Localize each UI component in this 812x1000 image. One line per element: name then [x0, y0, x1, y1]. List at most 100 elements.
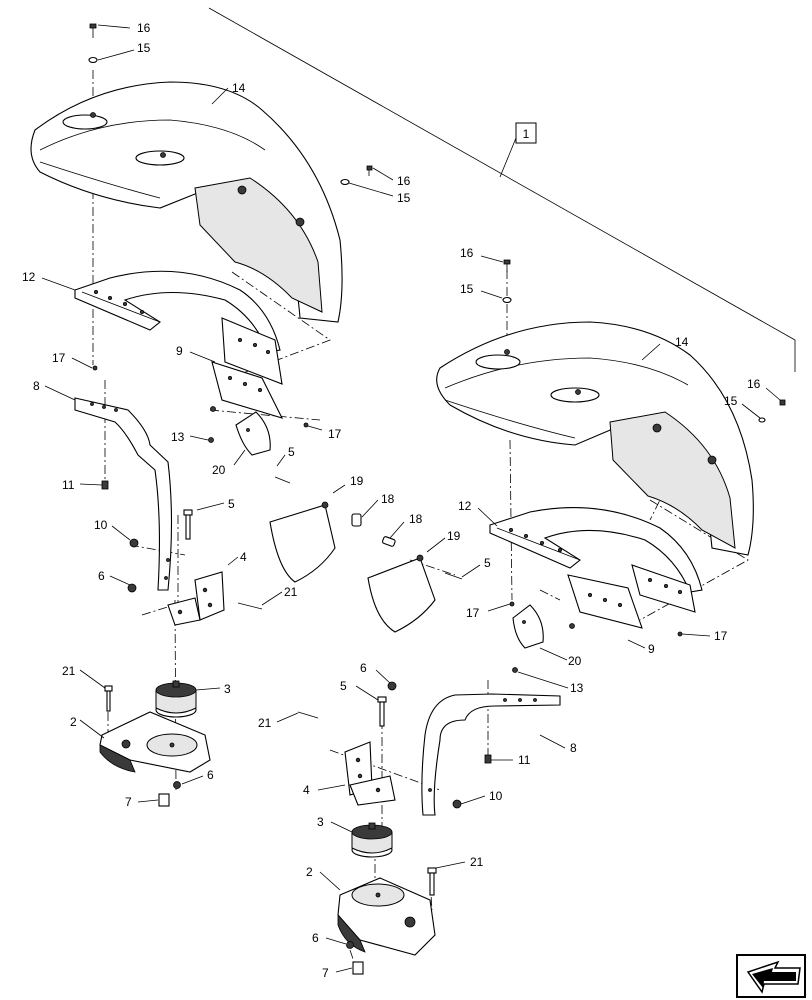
callout-label: 2 [70, 715, 77, 729]
callout-label: 18 [409, 512, 423, 526]
callout-label: 12 [458, 499, 472, 513]
rivet [677, 631, 683, 637]
callout-label: 15 [397, 191, 411, 205]
assembly-bracket: 1 [208, 7, 796, 372]
callout-label: 13 [570, 681, 584, 695]
clip [512, 604, 544, 649]
rivet [208, 437, 214, 443]
bolt [377, 696, 387, 727]
callout-label: 9 [176, 344, 183, 358]
mounting-plate [211, 317, 284, 419]
rivet [210, 406, 216, 412]
screw [89, 23, 97, 38]
callout-label: 10 [489, 789, 503, 803]
nut [129, 538, 139, 548]
bolt [274, 476, 291, 484]
bracket [344, 741, 396, 806]
callout-label: 17 [466, 606, 480, 620]
callout-label: 5 [228, 497, 235, 511]
screw [503, 259, 511, 272]
bolt [297, 711, 319, 719]
callout-label: 19 [447, 529, 461, 543]
bolt [484, 754, 492, 764]
callout-label: 21 [62, 664, 76, 678]
rivet [512, 667, 518, 673]
bolt [183, 509, 193, 540]
spacer [382, 536, 396, 547]
nut [387, 681, 397, 691]
callout-label: 16 [397, 174, 411, 188]
callout-label: 21 [258, 716, 272, 730]
washer [758, 417, 766, 423]
callout-label: 2 [306, 865, 313, 879]
callout-label: 5 [484, 556, 491, 570]
callout-label: 18 [381, 492, 395, 506]
base-plate [99, 711, 211, 773]
bolt [444, 572, 463, 580]
rivet [509, 601, 515, 607]
screw [366, 165, 373, 176]
brace [74, 397, 173, 591]
nut [158, 793, 170, 807]
brace [421, 693, 561, 816]
bolt [237, 602, 263, 610]
callout-label: 13 [171, 430, 185, 444]
arrow-back-icon[interactable] [736, 954, 806, 998]
callout-label: 17 [714, 629, 728, 643]
callout-label: 3 [317, 815, 324, 829]
callout-label: 8 [33, 379, 40, 393]
clip [235, 411, 271, 456]
callout-label: 14 [675, 335, 689, 349]
callout-label: 4 [303, 783, 310, 797]
nut [452, 799, 462, 809]
callout-label: 7 [322, 966, 329, 980]
callout-label: 16 [747, 377, 761, 391]
callout-label: 4 [240, 550, 247, 564]
mounting-plate [567, 564, 696, 629]
rubber-isolator [155, 680, 197, 718]
fender [436, 321, 754, 556]
callout-label: 16 [460, 246, 474, 260]
callout-label: 8 [570, 741, 577, 755]
spacer [351, 513, 362, 527]
callout-label: 9 [648, 642, 655, 656]
screw [779, 399, 786, 406]
bolt [104, 685, 113, 712]
callout-label: 6 [360, 661, 367, 675]
callout-label: 10 [94, 518, 108, 532]
callout-label: 17 [52, 351, 66, 365]
bracket [167, 571, 225, 626]
nut [352, 961, 364, 975]
callout-label: 15 [724, 394, 738, 408]
callout-label: 15 [460, 282, 474, 296]
callout-label: 11 [518, 753, 531, 767]
washer [88, 56, 98, 64]
rubber-isolator [351, 822, 393, 858]
callout-label: 6 [98, 569, 105, 583]
rivet [303, 422, 309, 428]
nut [127, 583, 137, 593]
callout-label: 21 [470, 855, 484, 869]
callout-label: 21 [284, 585, 298, 599]
bolt [101, 480, 109, 490]
callout-label: 6 [312, 931, 319, 945]
callout-label: 19 [350, 474, 364, 488]
nut [173, 781, 181, 789]
callout-label: 20 [568, 654, 582, 668]
right-fender-assembly: 16 15 14 16 15 12 18 19 5 17 17 9 20 6 1… [258, 246, 786, 980]
callout-label: 5 [340, 679, 347, 693]
callout-label: 20 [212, 463, 226, 477]
callout-label: 6 [207, 768, 214, 782]
rivet [569, 623, 575, 629]
callout-label: 11 [62, 478, 75, 492]
rivet [92, 365, 98, 371]
callout-assembly: 1 [523, 127, 530, 141]
callout-label: 7 [125, 795, 132, 809]
callout-label: 5 [288, 445, 295, 459]
fender [30, 81, 343, 323]
callout-label: 17 [328, 427, 342, 441]
mud-flap [269, 501, 336, 583]
callout-label: 12 [22, 270, 36, 284]
nut [346, 941, 354, 949]
